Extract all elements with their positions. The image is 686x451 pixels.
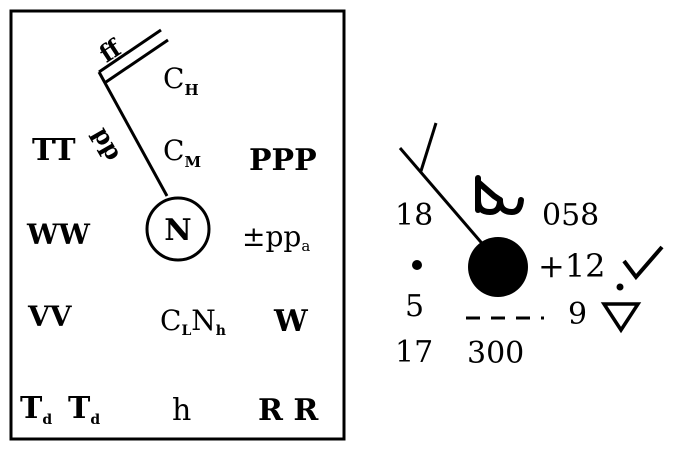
mid-cloud-symbol-icon — [475, 175, 524, 215]
example-tendency: +12 — [538, 247, 606, 285]
example-dewpoint: 17 — [395, 335, 433, 370]
visibility-label: VV — [27, 300, 73, 333]
wind-speed-label: ff — [94, 33, 127, 69]
station-model-example: 18 058 +12 5 9 17 300 — [395, 122, 664, 371]
example-wind-barb — [419, 122, 438, 172]
pressure-label: PPP — [249, 143, 317, 178]
station-circle-label: N — [164, 213, 191, 248]
cloud-height-label: h — [172, 393, 191, 428]
pressure-tendency-wind-label: pp — [87, 121, 129, 165]
template-wind-barb-1 — [98, 28, 162, 74]
shower-dot-icon — [616, 283, 624, 291]
template-wind-barb-2 — [105, 38, 169, 84]
cloud-high-label: CH — [163, 62, 199, 99]
shower-triangle-icon — [600, 302, 642, 334]
temperature-label: TT — [32, 133, 76, 168]
example-station-circle — [468, 237, 528, 297]
present-weather-label: WW — [26, 218, 90, 251]
station-model-template: ff pp CH CM TT PPP WW N ±ppa VV CLNh W T… — [9, 9, 346, 441]
template-frame — [9, 9, 346, 441]
present-weather-rain-dot-icon — [412, 260, 422, 270]
station-circle — [145, 196, 211, 262]
example-visibility: 5 — [405, 289, 424, 324]
cloud-mid-label: CM — [163, 134, 201, 171]
dewpoint-label-2: Td — [68, 391, 100, 428]
tendency-rising-icon — [622, 245, 664, 281]
example-wind-shaft — [398, 147, 488, 249]
precipitation-label: R R — [258, 393, 319, 428]
tendency-label: ±ppa — [242, 220, 310, 255]
dewpoint-label-1: Td — [20, 391, 52, 428]
template-wind-shaft — [97, 71, 169, 197]
example-cloud-height: 300 — [467, 336, 524, 371]
example-temperature: 18 — [395, 198, 433, 233]
example-pressure: 058 — [542, 198, 599, 233]
past-weather-label: W — [273, 304, 309, 339]
example-past-weather: 9 — [568, 297, 587, 332]
low-cloud-label: CLNh — [160, 304, 226, 339]
